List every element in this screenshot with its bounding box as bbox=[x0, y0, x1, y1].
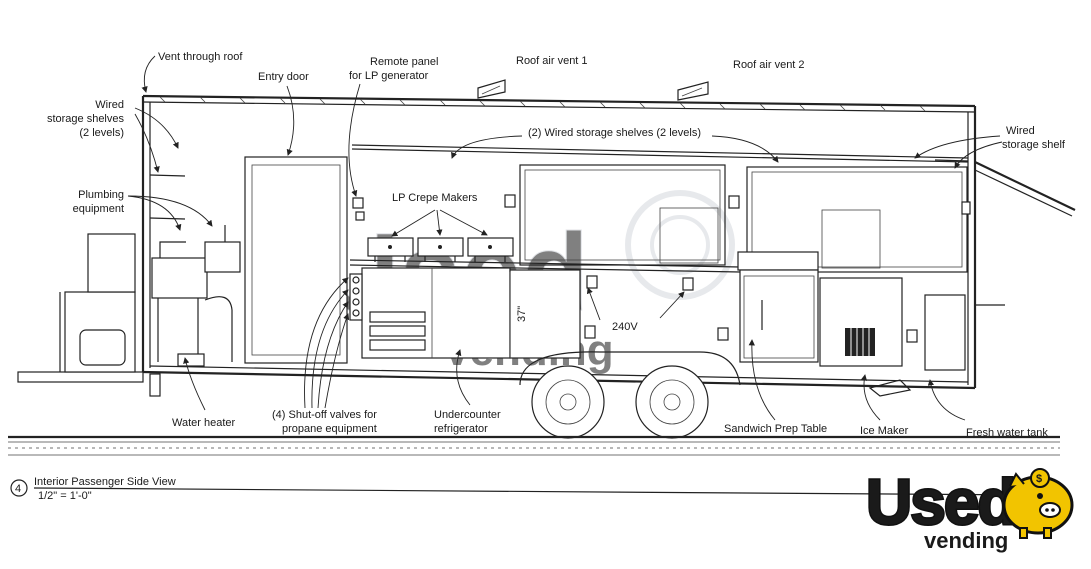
label-wired-shelves-left-3: (2 levels) bbox=[79, 127, 124, 139]
view-number: 4 bbox=[15, 483, 21, 495]
label-undercounter-1: Undercounter bbox=[434, 409, 501, 421]
label-shutoff-1: (4) Shut-off valves for bbox=[272, 409, 377, 421]
sink-equipment bbox=[151, 225, 241, 367]
entry-door bbox=[244, 156, 348, 364]
label-plumbing-2: equipment bbox=[73, 203, 124, 215]
label-lp-crepe-makers: LP Crepe Makers bbox=[392, 192, 478, 204]
trailer-body bbox=[17, 94, 1076, 390]
crepe-makers bbox=[367, 237, 514, 262]
label-wired-shelves-left-2: storage shelves bbox=[47, 113, 125, 125]
shutoff-valves bbox=[349, 273, 363, 321]
diagram-labels: Vent through roof Entry door Remote pane… bbox=[47, 51, 1066, 439]
label-entry-door: Entry door bbox=[258, 71, 309, 83]
outlet-icon bbox=[504, 194, 971, 343]
trailer-wheels bbox=[519, 351, 741, 439]
service-window-2 bbox=[746, 166, 968, 273]
label-shutoff-2: propane equipment bbox=[282, 423, 377, 435]
label-roof-air-vent-1: Roof air vent 1 bbox=[516, 55, 588, 67]
logo-vending-text: vending bbox=[924, 528, 1008, 553]
logo-used-text: Used bbox=[866, 466, 1015, 538]
view-scale: 1/2" = 1'-0" bbox=[38, 490, 92, 502]
service-window-1 bbox=[519, 164, 726, 266]
svg-text:$: $ bbox=[1036, 473, 1042, 485]
label-wired-shelf-right-2: storage shelf bbox=[1002, 139, 1066, 151]
label-undercounter-2: refrigerator bbox=[434, 423, 488, 435]
piggy-bank-icon: $ bbox=[1002, 468, 1074, 539]
label-water-heater: Water heater bbox=[172, 417, 236, 429]
ice-maker bbox=[819, 277, 966, 371]
leader-lines bbox=[127, 55, 1003, 421]
roof-vent-2-icon bbox=[677, 81, 709, 101]
view-title-block: 4 Interior Passenger Side View 1/2" = 1'… bbox=[10, 476, 1031, 502]
view-title: Interior Passenger Side View bbox=[34, 476, 176, 488]
ground-line bbox=[8, 435, 1060, 456]
dimension-37: 37" bbox=[516, 306, 528, 322]
counter-cabinets bbox=[349, 259, 741, 359]
label-sandwich-prep: Sandwich Prep Table bbox=[724, 423, 827, 435]
sandwich-prep-table bbox=[737, 251, 819, 363]
label-wired-shelf-right-1: Wired bbox=[1006, 125, 1035, 137]
used-vending-logo: Used vending $ bbox=[865, 465, 1074, 554]
fresh-water-tank bbox=[868, 379, 912, 397]
remote-panel bbox=[352, 197, 364, 209]
label-wired-shelves-left-1: Wired bbox=[95, 99, 124, 111]
wired-shelves bbox=[149, 144, 969, 220]
label-240v: 240V bbox=[612, 321, 638, 333]
label-fresh-water: Fresh water tank bbox=[966, 427, 1048, 439]
roof-vent-1-icon bbox=[477, 79, 506, 99]
label-plumbing-1: Plumbing bbox=[78, 189, 124, 201]
label-ice-maker: Ice Maker bbox=[860, 425, 909, 437]
label-remote-panel-1: Remote panel bbox=[370, 56, 439, 68]
label-vent-through-roof: Vent through roof bbox=[158, 51, 243, 63]
label-roof-air-vent-2: Roof air vent 2 bbox=[733, 59, 805, 71]
label-wired-shelves-center: (2) Wired storage shelves (2 levels) bbox=[528, 127, 701, 139]
label-remote-panel-2: for LP generator bbox=[349, 70, 429, 82]
